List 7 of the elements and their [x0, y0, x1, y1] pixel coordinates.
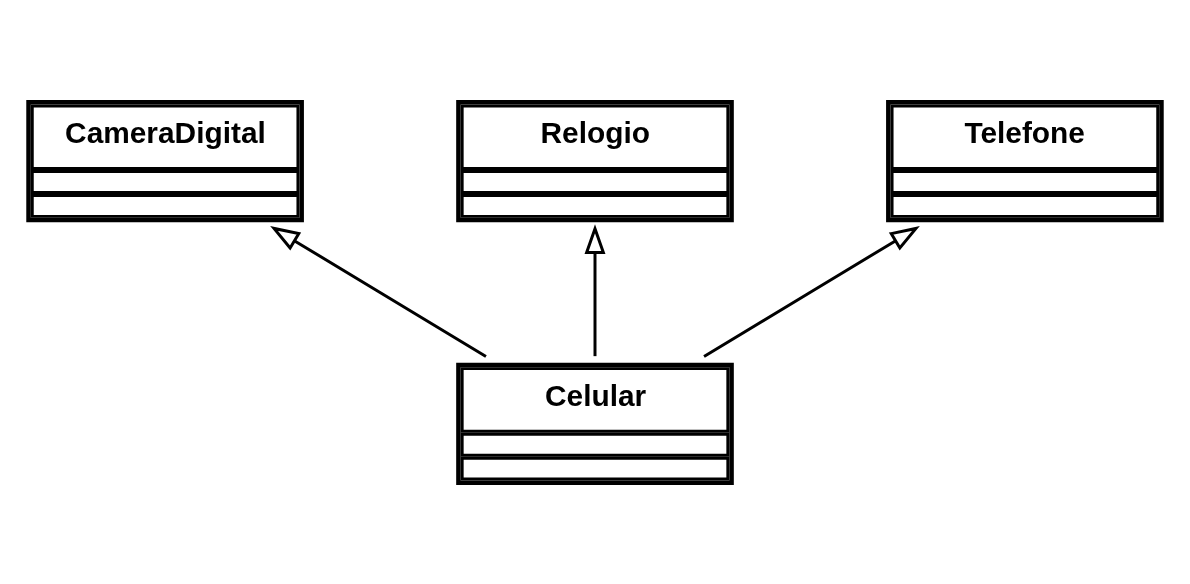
node-box: CameraDigital — [26, 99, 304, 222]
arrow — [584, 223, 606, 356]
node-box: Celular — [456, 362, 734, 485]
node-box: Relogio — [456, 99, 734, 222]
arrow — [270, 225, 487, 358]
arrow — [703, 225, 920, 358]
node-box: Telefone — [886, 99, 1164, 222]
